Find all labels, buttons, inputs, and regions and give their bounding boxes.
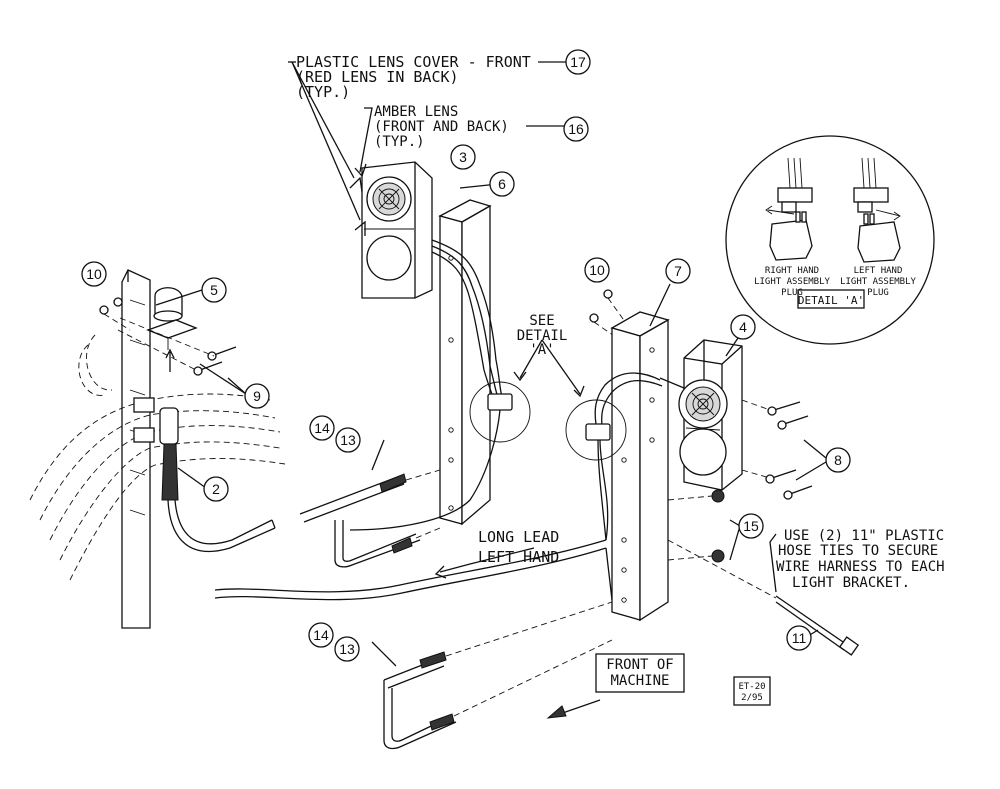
label-right-light-assembly: LIGHT ASSEMBLY — [754, 277, 830, 287]
label-plastic-lens-cover: PLASTIC LENS COVER - FRONT — [296, 53, 531, 71]
callout-13-lower-number: 13 — [339, 641, 355, 657]
callout-3-number: 3 — [459, 149, 467, 165]
label-left-plug: PLUG — [867, 288, 889, 298]
callout-7-number: 7 — [674, 263, 682, 279]
label-left-hand-detail: LEFT HAND — [854, 266, 903, 276]
screws-9 — [117, 317, 237, 376]
callout-6: 6 — [489, 171, 515, 197]
label-see: SEE — [529, 313, 554, 329]
label-amber-lens: AMBER LENS — [374, 104, 458, 120]
callout-10-left: 10 — [81, 261, 107, 287]
label-left-light-assembly: LIGHT ASSEMBLY — [840, 277, 916, 287]
detail-a-view — [725, 135, 935, 345]
label-front-of: FRONT OF — [606, 657, 673, 673]
label-drawing-code: ET-20 — [738, 682, 765, 692]
right-light-housing — [659, 339, 743, 491]
callout-10-right-number: 10 — [589, 262, 605, 278]
right-light-bracket — [610, 311, 670, 622]
callout-14-upper: 14 — [309, 415, 335, 441]
label-typ-2: (TYP.) — [374, 134, 425, 150]
label-front-and-back: (FRONT AND BACK) — [374, 119, 509, 135]
beacon-plug-cord — [159, 407, 276, 553]
nuts-10-left — [99, 297, 131, 331]
right-light-harness — [565, 372, 663, 601]
callout-17-number: 17 — [570, 54, 586, 70]
label-hose-ties-4: LIGHT BRACKET. — [792, 575, 910, 591]
clip-brackets — [133, 397, 155, 443]
callout-4-number: 4 — [739, 319, 747, 335]
callout-14-upper-number: 14 — [314, 420, 330, 436]
callout-17: 17 — [565, 49, 591, 75]
callout-2-number: 2 — [212, 481, 220, 497]
callout-16: 16 — [563, 116, 589, 142]
beacon-light — [146, 287, 198, 372]
label-left-hand: LEFT HAND — [478, 548, 559, 566]
callout-14-lower-number: 14 — [313, 627, 329, 643]
nuts-15 — [667, 489, 725, 563]
front-of-machine-box — [546, 653, 685, 719]
callout-10-right: 10 — [584, 257, 610, 283]
left-light-bracket — [438, 199, 492, 526]
dashed-wire-bundle — [29, 334, 286, 581]
label-detail-a: 'A' — [529, 342, 554, 358]
hose-tie — [667, 539, 860, 656]
left-light-housing — [361, 161, 433, 299]
callout-4: 4 — [730, 314, 756, 340]
label-hose-ties-1: USE (2) 11" PLASTIC — [784, 528, 944, 544]
callout-15-number: 15 — [743, 518, 759, 534]
label-detail: DETAIL — [517, 328, 568, 344]
callout-13-upper: 13 — [335, 427, 361, 453]
left-light-harness — [349, 239, 531, 531]
callout-8: 8 — [825, 447, 851, 473]
screws-8 — [741, 399, 813, 500]
callout-14-lower: 14 — [308, 622, 334, 648]
label-long-lead: LONG LEAD — [478, 528, 559, 546]
callout-6-number: 6 — [498, 176, 506, 192]
long-lead-cable — [214, 439, 609, 601]
callout-2: 2 — [203, 476, 229, 502]
label-right-plug: PLUG — [781, 288, 803, 298]
label-detail-a-title: DETAIL 'A' — [798, 294, 864, 307]
nuts-10-right — [589, 289, 629, 341]
callout-15: 15 — [738, 513, 764, 539]
callout-13-lower: 13 — [334, 636, 360, 662]
callout-10-left-number: 10 — [86, 266, 102, 282]
left-mount-post — [121, 269, 151, 629]
callout-8-number: 8 — [834, 452, 842, 468]
label-hose-ties-2: HOSE TIES TO SECURE — [778, 543, 938, 559]
label-hose-ties-3: WIRE HARNESS TO EACH — [776, 559, 945, 575]
callout-7: 7 — [665, 258, 691, 284]
label-red-lens-in-back: (RED LENS IN BACK) — [296, 68, 459, 86]
callout-9: 9 — [244, 383, 270, 409]
callout-5: 5 — [201, 277, 227, 303]
u-bolt-left — [299, 469, 441, 568]
label-machine: MACHINE — [610, 673, 669, 689]
callout-11-number: 11 — [792, 630, 807, 646]
callout-9-number: 9 — [253, 388, 261, 404]
label-drawing-date: 2/95 — [741, 693, 763, 703]
callout-13-upper-number: 13 — [340, 432, 356, 448]
drawing-code-box — [733, 676, 771, 706]
callout-16-number: 16 — [568, 121, 584, 137]
u-bolt-right — [383, 601, 613, 750]
label-typ-1: (TYP.) — [296, 83, 350, 101]
callout-11: 11 — [786, 625, 812, 651]
callout-5-number: 5 — [210, 282, 218, 298]
label-right-hand: RIGHT HAND — [765, 266, 819, 276]
callout-3: 3 — [450, 144, 476, 170]
